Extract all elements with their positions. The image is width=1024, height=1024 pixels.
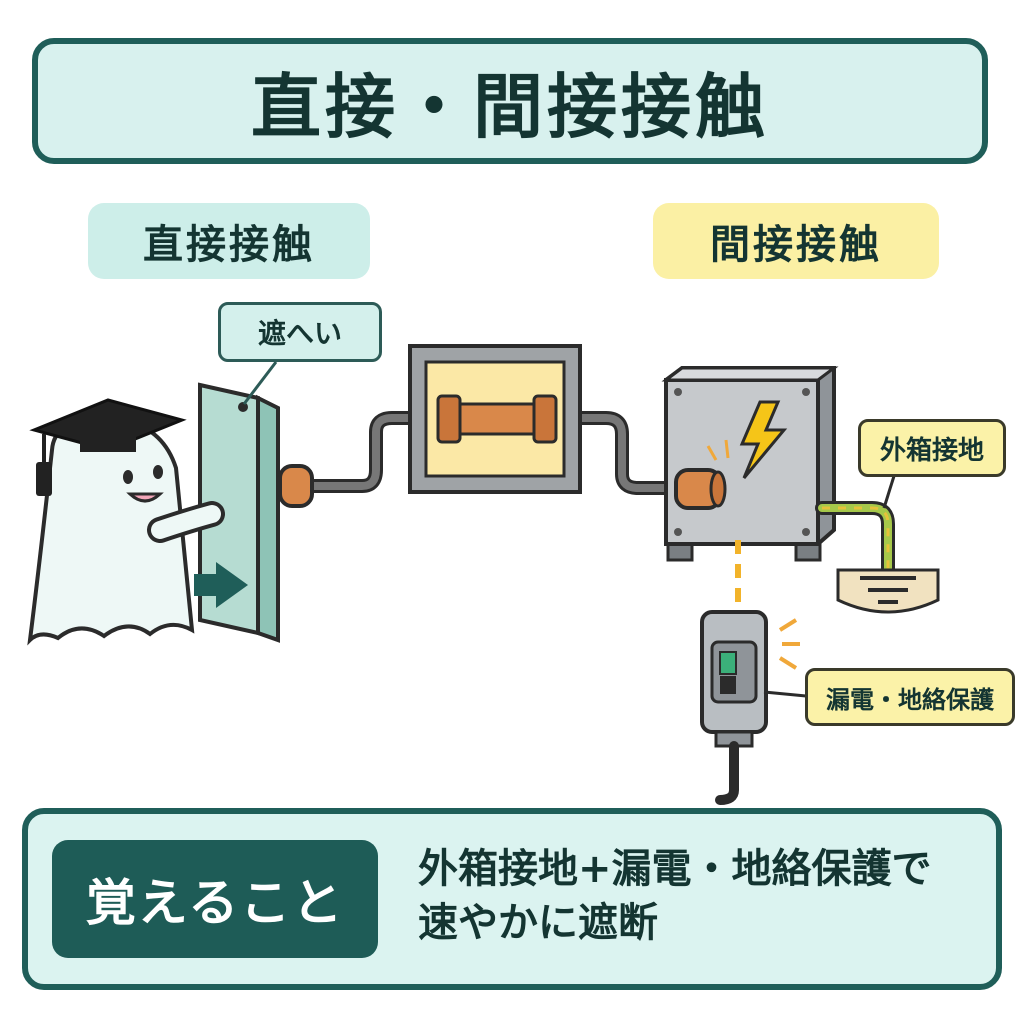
- section-label-direct-contact: 直接接触: [88, 203, 370, 279]
- ghost-character: [27, 415, 225, 646]
- memo-line-2: 速やかに遮断: [418, 900, 658, 946]
- graduation-cap-icon: [29, 398, 187, 496]
- spark-icon: [706, 439, 730, 461]
- fuse-box: [408, 344, 582, 494]
- ground-symbol-icon: [836, 568, 940, 614]
- memo-badge: 覚えること: [52, 840, 378, 958]
- barrier-panel: [198, 382, 280, 643]
- cable-left: [305, 411, 427, 493]
- section-label-indirect-contact: 間接接触: [653, 203, 939, 279]
- enclosure-plug: [674, 468, 727, 510]
- leakage-breaker: [700, 610, 800, 805]
- callout-leakage-protection: 漏電・地絡保護: [805, 668, 1015, 726]
- lightning-bolt-icon: [739, 400, 788, 479]
- arrow-right-icon: [194, 562, 248, 608]
- memo-line-1: 外箱接地+漏電・地絡保護で: [418, 846, 932, 892]
- callout-enclosure-grounding: 外箱接地: [858, 419, 1006, 477]
- title-banner: 直接・間接接触: [32, 38, 988, 164]
- equipment-enclosure: [661, 366, 839, 562]
- barrier-plug: [278, 464, 314, 508]
- page-title: 直接・間接接触: [251, 65, 769, 148]
- memo-text: 外箱接地+漏電・地絡保護で 速やかに遮断: [418, 842, 988, 950]
- callout-barrier: 遮へい: [218, 302, 382, 362]
